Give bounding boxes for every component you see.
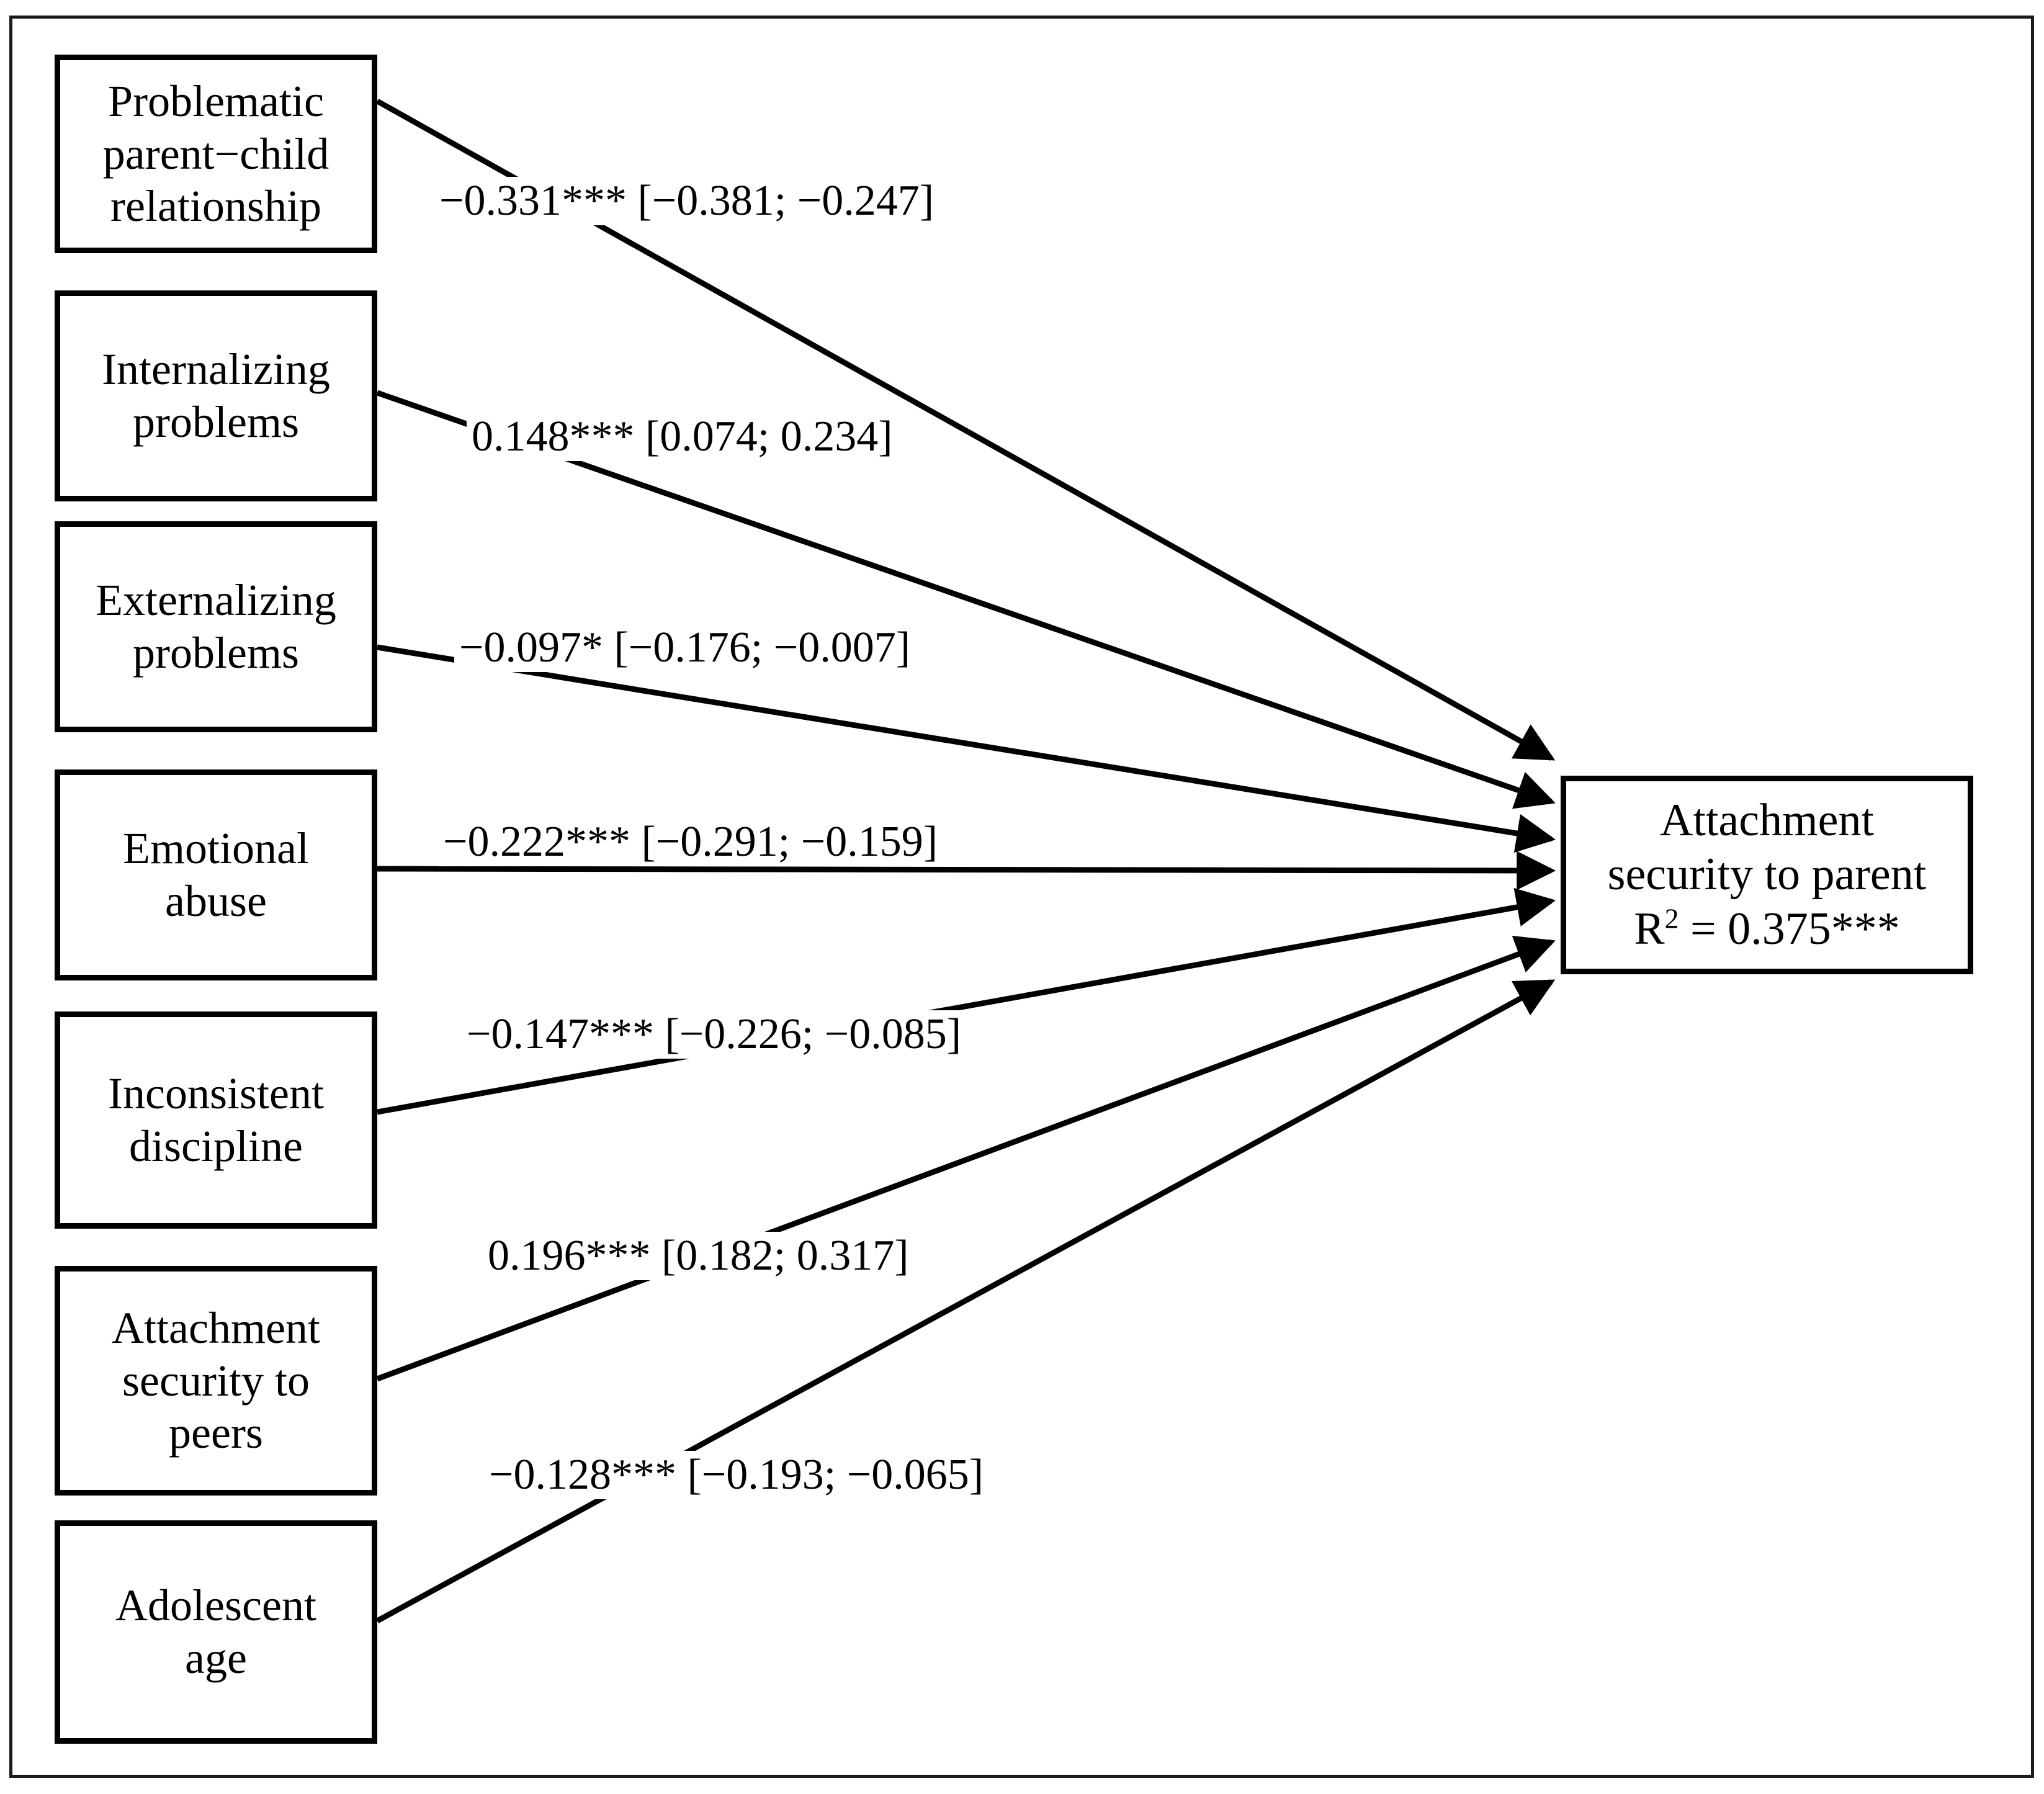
node-attachment-security-to-parent[interactable]: Attachment security to parent R2 = 0.375… [1561, 776, 1973, 974]
node-label: Attachment security to peers [112, 1303, 320, 1458]
outcome-title-line2: security to parent [1607, 849, 1927, 900]
node-label: Internalizing problems [102, 344, 330, 447]
node-label: Problematic parent−child relationship [102, 76, 329, 231]
path-label-5: −0.147*** [−0.226; −0.085] [462, 1010, 967, 1059]
node-adolescent-age[interactable]: Adolescent age [55, 1520, 377, 1744]
node-inconsistent-discipline[interactable]: Inconsistent discipline [55, 1011, 377, 1229]
r2-value: = 0.375*** [1679, 903, 1900, 954]
outcome-title-line1: Attachment [1659, 795, 1875, 846]
path-label-6: 0.196*** [0.182; 0.317] [483, 1232, 914, 1280]
path-label-4: −0.222*** [−0.291; −0.159] [438, 818, 943, 866]
outcome-content: Attachment security to parent R2 = 0.375… [1608, 794, 1927, 956]
path-label-3: −0.097* [−0.176; −0.007] [454, 624, 916, 672]
path-label-7: −0.128*** [−0.193; −0.065] [484, 1451, 989, 1499]
node-problematic-parent-child-relationship[interactable]: Problematic parent−child relationship [55, 55, 377, 253]
node-attachment-security-to-peers[interactable]: Attachment security to peers [55, 1266, 377, 1496]
r2-exponent: 2 [1664, 902, 1679, 934]
path-label-1: −0.331*** [−0.381; −0.247] [434, 177, 939, 225]
node-label: Inconsistent discipline [108, 1069, 324, 1171]
path-label-2: 0.148*** [0.074; 0.234] [467, 413, 898, 461]
node-emotional-abuse[interactable]: Emotional abuse [55, 769, 377, 980]
outcome-r2: R2 = 0.375*** [1608, 902, 1927, 956]
node-internalizing-problems[interactable]: Internalizing problems [55, 290, 377, 501]
node-label: Externalizing problems [96, 575, 336, 678]
r2-symbol: R [1634, 903, 1665, 954]
node-label: Emotional abuse [123, 823, 309, 926]
node-externalizing-problems[interactable]: Externalizing problems [55, 521, 377, 732]
node-label: Adolescent age [115, 1581, 316, 1683]
